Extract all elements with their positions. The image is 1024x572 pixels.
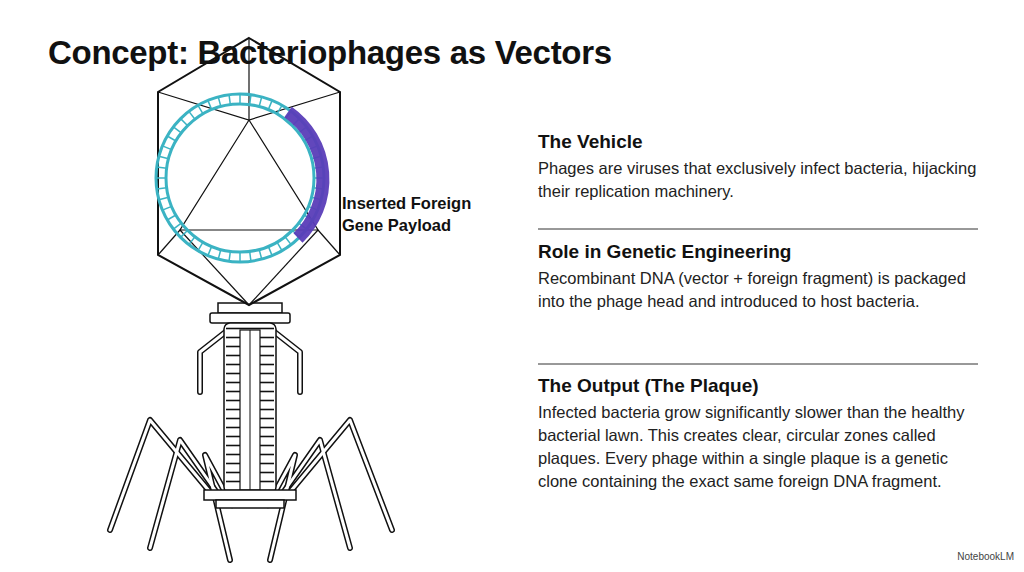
section-body: Infected bacteria grow significantly slo… <box>538 401 983 493</box>
tail-sheath <box>204 303 296 508</box>
section-heading: The Output (The Plaque) <box>538 374 983 398</box>
text-section: The Output (The Plaque) Infected bacteria… <box>538 374 983 493</box>
slide-title: Concept: Bacteriophages as Vectors <box>48 34 612 72</box>
text-section: Role in Genetic EngineeringRecombinant D… <box>538 240 983 313</box>
section-body: Recombinant DNA (vector + foreign fragme… <box>538 267 983 313</box>
section-body: Phages are viruses that exclusively infe… <box>538 157 983 203</box>
tail-fibers <box>110 330 392 560</box>
text-section: The VehiclePhages are viruses that exclu… <box>538 130 983 203</box>
dna-ring <box>156 94 324 262</box>
tail-fibers-inner <box>110 330 392 560</box>
watermark: NotebookLM <box>957 551 1014 562</box>
payload-label: Inserted Foreign Gene Payload <box>342 192 502 236</box>
phage-head <box>158 38 340 305</box>
section-heading: Role in Genetic Engineering <box>538 240 983 264</box>
section-heading: The Vehicle <box>538 130 983 154</box>
